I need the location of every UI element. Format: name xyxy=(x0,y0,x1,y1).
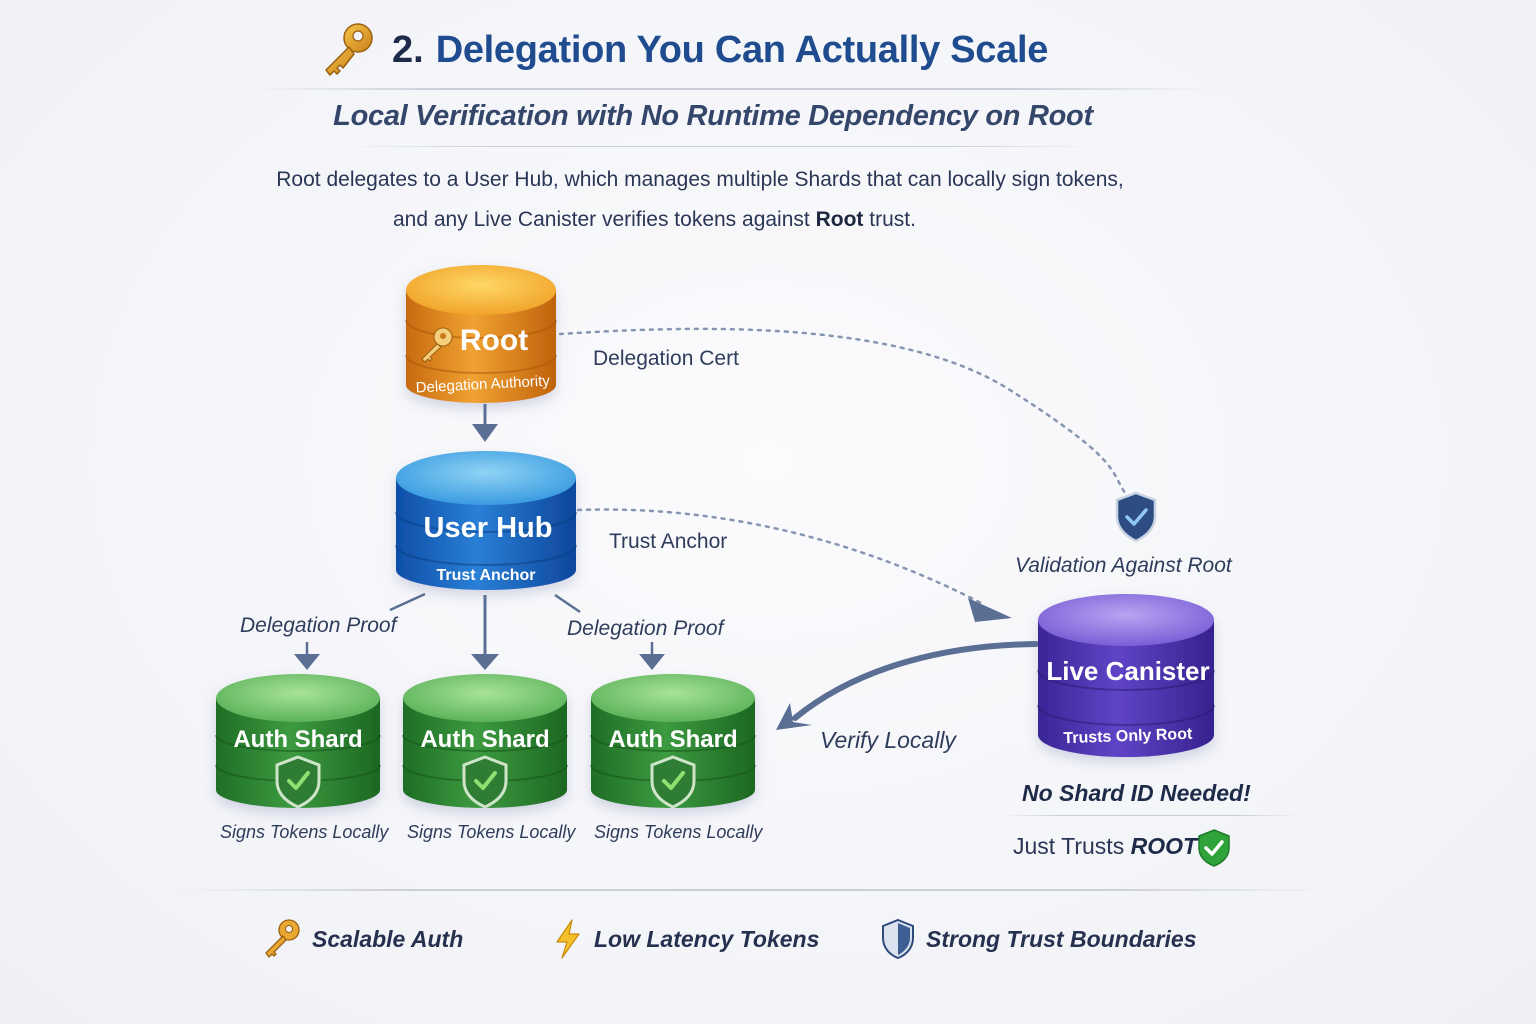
footer-label: Scalable Auth xyxy=(312,925,464,952)
live-canister-node xyxy=(1037,594,1215,757)
page-title: Delegation You Can Actually Scale xyxy=(435,28,1049,71)
title-number: 2. xyxy=(392,28,424,71)
footer-divider xyxy=(180,889,1330,891)
callout-line: Just Trusts ROOT xyxy=(1013,833,1197,860)
user-hub-title: User Hub xyxy=(424,512,553,544)
delegation-cert-label: Delegation Cert xyxy=(593,347,739,370)
shard-1-caption: Signs Tokens Locally xyxy=(220,822,389,842)
description-line-1: Root delegates to a User Hub, which mana… xyxy=(276,168,1124,191)
shard-2-caption: Signs Tokens Locally xyxy=(407,822,576,842)
root-trust-shield-icon xyxy=(1198,829,1230,867)
hub-to-shard-3-connector xyxy=(554,593,581,614)
description-text: trust. xyxy=(863,208,916,231)
key-icon xyxy=(265,919,300,958)
delegation-proof-left-label: Delegation Proof xyxy=(240,614,397,637)
footer-label: Strong Trust Boundaries xyxy=(926,925,1197,952)
delegation-proof-right-label: Delegation Proof xyxy=(567,617,724,640)
hub-to-shard-2-arrowhead xyxy=(471,654,499,670)
verify-locally-arrow xyxy=(792,641,1039,721)
root-node xyxy=(405,265,557,403)
trust-anchor-arrowhead xyxy=(968,598,1012,622)
lightning-icon xyxy=(556,919,580,959)
shield-check-icon xyxy=(462,755,508,809)
description-line-2: and any Live Canister verifies tokens ag… xyxy=(393,208,916,232)
root-title: Root xyxy=(460,324,528,357)
live-canister-subtitle: Trusts Only Root xyxy=(1063,726,1193,748)
trust-anchor-label: Trust Anchor xyxy=(609,530,728,553)
verify-locally-arrowhead xyxy=(776,703,812,730)
shield-icon xyxy=(882,918,914,960)
validation-label: Validation Against Root xyxy=(1015,554,1232,577)
footer-item-scalable-auth: Scalable Auth xyxy=(262,918,463,960)
auth-shard-node: Auth Shard xyxy=(215,674,381,809)
shard-3-caption: Signs Tokens Locally xyxy=(594,822,763,842)
page-subtitle: Local Verification with No Runtime Depen… xyxy=(333,100,1093,132)
live-canister-title: Live Canister xyxy=(1046,656,1209,686)
footer-item-trust-boundaries: Strong Trust Boundaries xyxy=(880,918,1197,960)
user-hub-subtitle: Trust Anchor xyxy=(437,567,536,584)
subtitle-divider xyxy=(340,146,1100,147)
shield-check-icon xyxy=(275,755,321,809)
hub-to-shard-1-connector xyxy=(389,592,426,612)
trust-anchor-connector xyxy=(576,508,987,607)
shard-3-arrowhead xyxy=(639,654,665,670)
auth-shard-title: Auth Shard xyxy=(420,726,549,753)
delegation-cert-connector xyxy=(558,327,1127,495)
shard-1-arrowhead xyxy=(294,654,320,670)
footer-item-low-latency: Low Latency Tokens xyxy=(552,918,819,960)
callout-text: Just Trusts xyxy=(1013,833,1131,859)
callout-headline: No Shard ID Needed! xyxy=(1022,780,1251,806)
user-hub-node xyxy=(395,451,577,590)
callout-divider xyxy=(1000,815,1300,816)
key-icon xyxy=(325,23,373,76)
callout-bold: ROOT xyxy=(1130,833,1198,859)
auth-shard-title: Auth Shard xyxy=(608,726,737,753)
validation-shield-icon xyxy=(1115,491,1157,543)
page-header: 2. Delegation You Can Actually Scale xyxy=(318,20,1048,80)
description-bold: Root xyxy=(815,208,864,231)
auth-shard-node: Auth Shard xyxy=(402,674,568,809)
description-text: and any Live Canister verifies tokens ag… xyxy=(393,208,816,231)
shield-check-icon xyxy=(650,755,696,809)
footer-label: Low Latency Tokens xyxy=(594,925,820,952)
root-to-hub-arrowhead xyxy=(472,424,498,442)
auth-shard-title: Auth Shard xyxy=(233,726,362,753)
verify-locally-label: Verify Locally xyxy=(820,727,956,753)
root-key-icon xyxy=(421,327,453,363)
auth-shard-node: Auth Shard xyxy=(590,674,756,809)
title-divider xyxy=(250,88,1210,90)
